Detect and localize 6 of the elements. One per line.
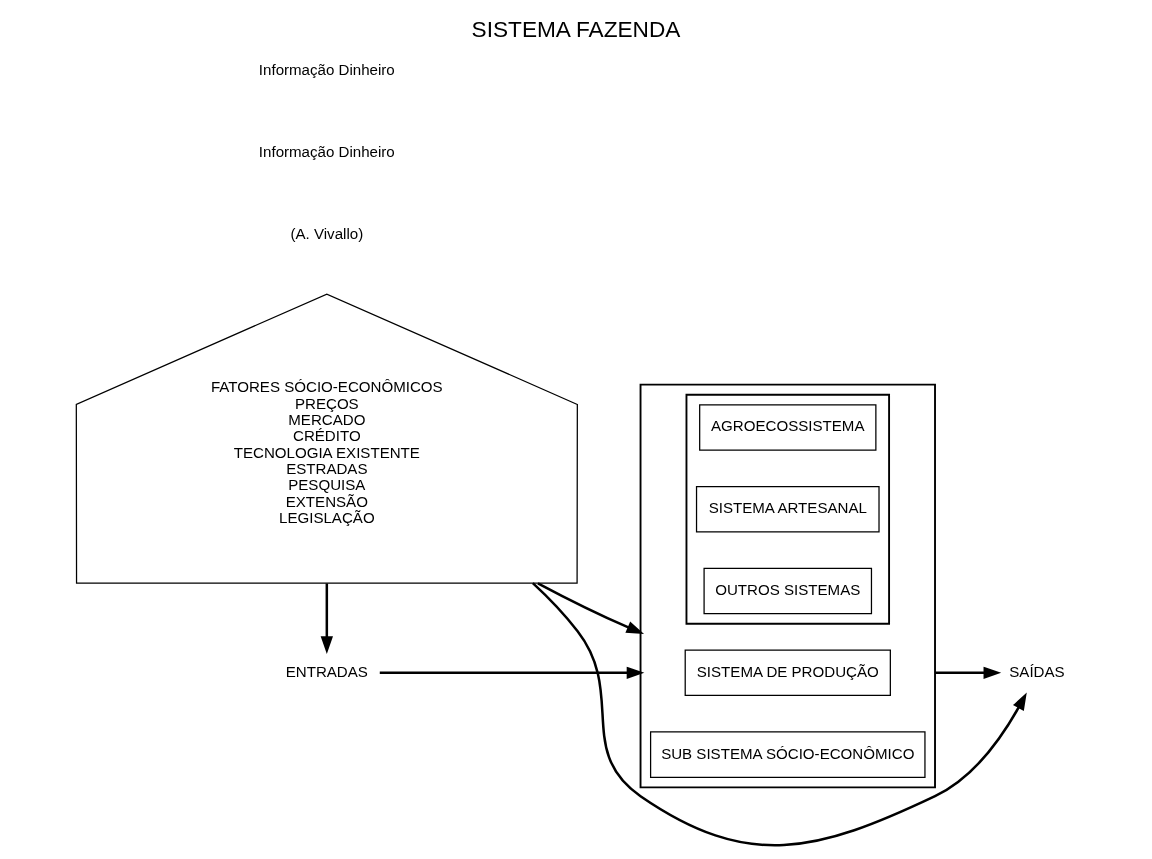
diagram-title: SISTEMA FAZENDA [471,15,681,42]
label: (A. Vivallo) [290,224,364,242]
node-text: SAÍDAS [1009,662,1065,680]
label: Informação Dinheiro [258,61,395,79]
label: Informação Dinheiro [258,142,395,160]
node-text: ENTRADAS [285,662,368,680]
